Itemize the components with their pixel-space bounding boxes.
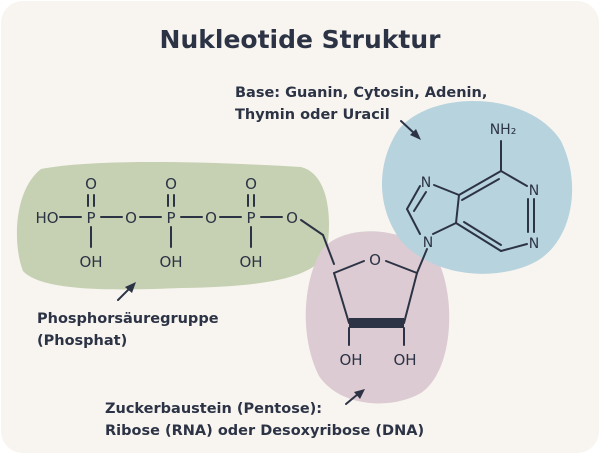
atom-oxygen-bridge-2: O [205,209,217,227]
atom-sugar-oh-left: OH [339,351,362,369]
atom-oh-1: OH [79,253,102,271]
phosphate-caption-line-2: (Phosphat) [37,333,127,349]
atom-phosphorus-1: P [86,209,95,227]
atom-n9: N [423,235,433,251]
atom-sugar-oh-right: OH [393,351,416,369]
base-caption-line-1: Base: Guanin, Cytosin, Adenin, [235,85,487,101]
atom-phosphorus-2: P [166,209,175,227]
atom-ho: HO [35,209,58,227]
atom-oh-3: OH [239,253,262,271]
atom-oxygen-double-1: O [85,175,97,193]
atom-n7: N [421,175,431,191]
phosphate-region [16,162,330,290]
atom-oxygen-ester: O [286,209,298,227]
arrow-to-base-icon [400,120,421,140]
atom-oxygen-double-2: O [165,175,177,193]
atom-ring-oxygen: O [369,251,381,269]
sugar-caption-line-2: Ribose (RNA) oder Desoxyribose (DNA) [105,423,424,439]
arrow-to-sugar-icon [345,389,365,405]
atom-phosphorus-3: P [246,209,255,227]
arrow-to-phosphate-icon [117,282,136,301]
glycosidic-bond [416,248,428,274]
sugar-bold-bond [349,318,404,328]
atom-n3: N [529,236,539,252]
atom-oxygen-bridge-1: O [125,209,137,227]
sugar-caption-line-1: Zuckerbaustein (Pentose): [105,401,322,417]
base-caption-line-2: Thymin oder Uracil [235,107,390,123]
bond-to-sugar [300,219,324,236]
sugar-region [305,231,450,404]
atom-n1: N [529,183,539,199]
atom-oxygen-double-3: O [245,175,257,193]
purine-ring [406,140,535,252]
atom-nh2: NH₂ [490,122,517,138]
page-title: Nukleotide Struktur [160,25,442,54]
atom-oh-2: OH [159,253,182,271]
base-region [382,101,573,274]
phosphate-caption-line-1: Phosphorsäuregruppe [37,311,219,327]
